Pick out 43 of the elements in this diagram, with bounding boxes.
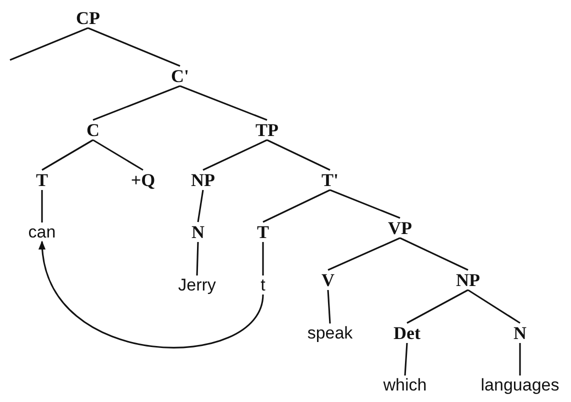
category-label: NP: [455, 270, 481, 290]
word-label: which: [382, 376, 428, 394]
word-label: t: [260, 276, 266, 294]
branch-line: [327, 290, 331, 324]
branch-line: [519, 343, 521, 376]
category-label: NP: [190, 170, 216, 190]
category-label: C: [86, 120, 100, 140]
word-label: Jerry: [177, 276, 217, 294]
branch-line: [88, 27, 180, 67]
branch-line: [41, 190, 43, 222]
word-label: can: [27, 222, 57, 242]
word-label: languages: [480, 376, 560, 394]
branch-line: [180, 85, 268, 121]
word-label: speak: [306, 324, 354, 342]
branch-line: [197, 190, 204, 222]
branch-line: [262, 242, 264, 276]
branch-line: [330, 189, 400, 219]
category-label: N: [190, 222, 206, 242]
branch-line: [468, 289, 520, 324]
category-label: T: [35, 170, 49, 190]
branch-line: [400, 237, 468, 271]
branch-line: [266, 139, 330, 171]
category-label: T': [320, 170, 340, 190]
category-label: N: [512, 323, 528, 343]
category-label: +Q: [130, 170, 156, 190]
branch-line: [42, 139, 94, 171]
category-label: V: [320, 270, 336, 290]
category-label: Det: [392, 323, 422, 343]
branch-line: [196, 242, 199, 276]
branch-line: [92, 139, 144, 171]
branch-line: [406, 289, 468, 324]
movement-arrow: [40, 240, 264, 348]
branch-line: [328, 237, 400, 271]
branch-line: [262, 189, 330, 223]
branch-line: [10, 27, 88, 61]
branch-line: [404, 342, 408, 376]
category-label: C': [170, 66, 190, 86]
category-label: VP: [387, 218, 413, 238]
category-label: T: [256, 222, 270, 242]
category-label: CP: [75, 8, 101, 28]
branch-line: [92, 85, 180, 121]
branch-line: [202, 139, 268, 171]
category-label: TP: [254, 120, 280, 140]
